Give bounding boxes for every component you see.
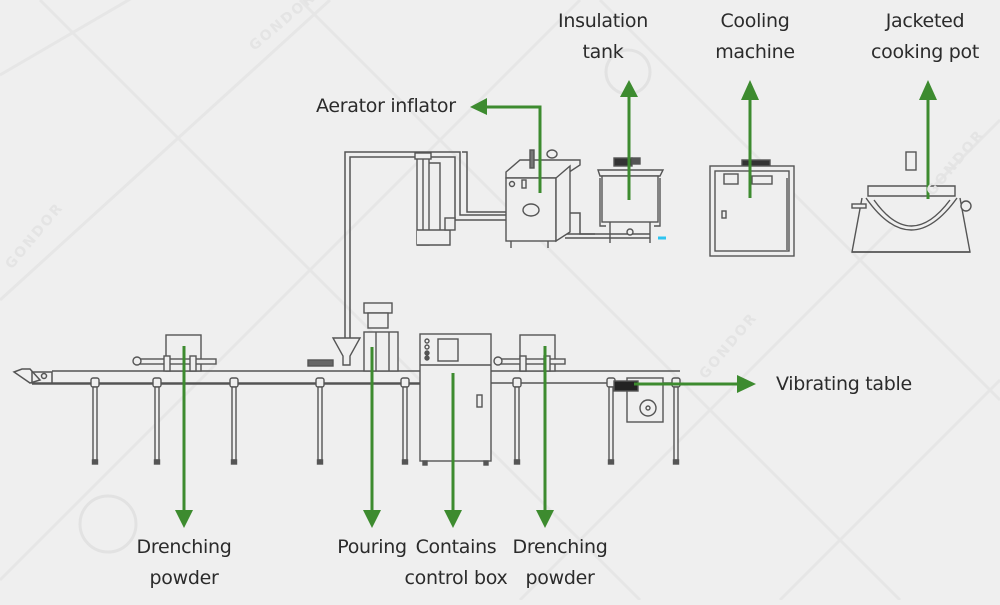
label-jacketed-pot: Jacketed cooking pot [855, 6, 995, 68]
drenching-unit-left [132, 334, 217, 372]
arrow-cooling-machine [741, 80, 759, 198]
label-aerator-inflator: Aerator inflator [316, 95, 456, 117]
callout-arrows [175, 80, 937, 528]
conveyor-leg [90, 377, 100, 465]
arrow-aerator [470, 98, 542, 193]
label-line: machine [715, 41, 795, 63]
label-line: Drenching [512, 536, 608, 558]
arrow-pouring [363, 347, 381, 528]
conveyor-leg [229, 377, 239, 465]
column-unit [414, 152, 456, 246]
conveyor-legs [90, 377, 681, 465]
cooling-machine [709, 159, 795, 257]
drenching-unit-right [493, 334, 566, 372]
conveyor-leg [671, 377, 681, 465]
arrow-jacketed-pot [919, 80, 937, 199]
conveyor-belt [12, 368, 680, 385]
label-pouring: Pouring [337, 536, 407, 558]
aerator-inflator-machine [505, 149, 581, 248]
label-line: powder [525, 567, 595, 589]
label-line: Jacketed [885, 10, 965, 32]
label-cooling-machine: Cooling machine [700, 6, 810, 68]
label-control-box: Contains control box [398, 532, 514, 594]
label-drenching-powder-right: Drenching powder [502, 532, 618, 594]
label-line: Insulation [558, 10, 648, 32]
label-vibrating-table: Vibrating table [776, 373, 912, 395]
label-line: cooking pot [871, 41, 979, 63]
jacketed-cooking-pot [851, 151, 972, 253]
label-drenching-powder-left: Drenching powder [124, 532, 244, 594]
arrow-drenching-right [536, 346, 554, 528]
pouring-unit [307, 302, 399, 372]
arrow-control-box [444, 373, 462, 528]
label-line: Drenching [136, 536, 232, 558]
conveyor-leg [315, 377, 325, 465]
conveyor-leg [512, 377, 522, 465]
label-line: Contains [415, 536, 497, 558]
conveyor-leg [152, 377, 162, 465]
conveyor-leg [400, 377, 410, 465]
label-line: powder [149, 567, 219, 589]
control-box-cabinet [419, 333, 492, 466]
arrow-vibrating-table [634, 375, 756, 393]
insulation-tank-machine [597, 157, 666, 243]
label-line: tank [582, 41, 624, 63]
label-insulation-tank: Insulation tank [548, 6, 658, 68]
arrow-drenching-left [175, 346, 193, 528]
label-line: Cooling [720, 10, 790, 32]
label-line: control box [404, 567, 508, 589]
arrow-insulation-tank [620, 80, 638, 200]
